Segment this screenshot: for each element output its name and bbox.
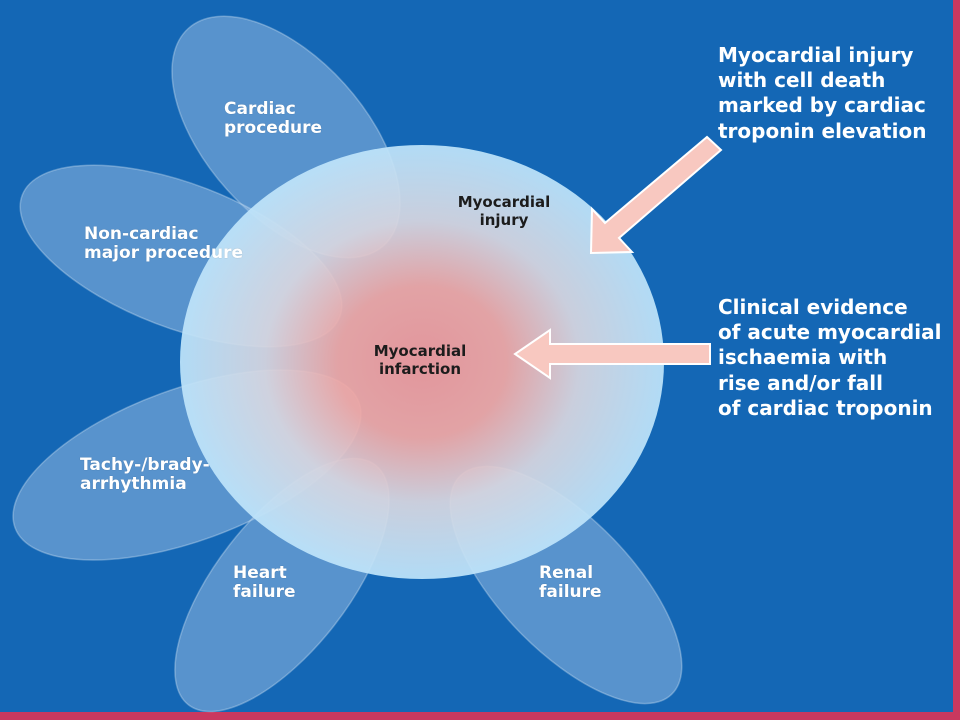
callout-line: ischaemia with xyxy=(718,345,888,370)
myocardial-injury-circle xyxy=(180,145,664,579)
bottom-border xyxy=(0,712,960,720)
label-line: injury xyxy=(479,210,529,229)
callout-myocardial-infarction: Clinical evidence of acute myocardial is… xyxy=(718,295,941,421)
label-line: Renal xyxy=(539,563,594,583)
label-line: Myocardial xyxy=(457,193,551,211)
callout-myocardial-injury: Myocardial injury with cell death marked… xyxy=(718,43,926,144)
callout-line: with cell death xyxy=(718,68,886,93)
label-non-cardiac-major-procedure: Non-cardiac major procedure xyxy=(84,224,244,264)
label-line: Non-cardiac xyxy=(84,224,199,244)
callout-line: of cardiac troponin xyxy=(718,395,933,420)
label-myocardial-injury: Myocardial injury xyxy=(444,193,564,229)
label-tachy-brady-arrhythmia: Tachy-/brady- arrhythmia xyxy=(80,455,210,495)
label-line: failure xyxy=(539,582,602,603)
label-myocardial-infarction: Myocardial infarction xyxy=(356,342,484,378)
callout-line: Clinical evidence xyxy=(718,295,908,319)
callout-line: marked by cardiac xyxy=(718,93,926,118)
label-renal-failure: Renal failure xyxy=(539,563,602,603)
label-line: major procedure xyxy=(84,243,244,264)
label-line: Myocardial xyxy=(373,342,467,360)
label-line: infarction xyxy=(378,359,462,378)
label-cardiac-procedure: Cardiac procedure xyxy=(224,99,323,139)
label-line: Tachy-/brady- xyxy=(80,455,210,475)
label-heart-failure: Heart failure xyxy=(233,563,296,603)
label-line: procedure xyxy=(224,118,323,139)
callout-line: troponin elevation xyxy=(718,118,927,143)
label-line: Heart xyxy=(233,563,287,583)
callout-line: rise and/or fall xyxy=(718,370,883,395)
right-border xyxy=(953,0,960,720)
injury-arrow xyxy=(589,135,723,255)
callout-line: Myocardial injury xyxy=(718,43,914,67)
callout-line: of acute myocardial xyxy=(718,320,942,345)
label-line: arrhythmia xyxy=(80,474,187,495)
label-line: failure xyxy=(233,582,296,603)
label-line: Cardiac xyxy=(224,99,296,119)
infarction-arrow xyxy=(513,328,711,380)
